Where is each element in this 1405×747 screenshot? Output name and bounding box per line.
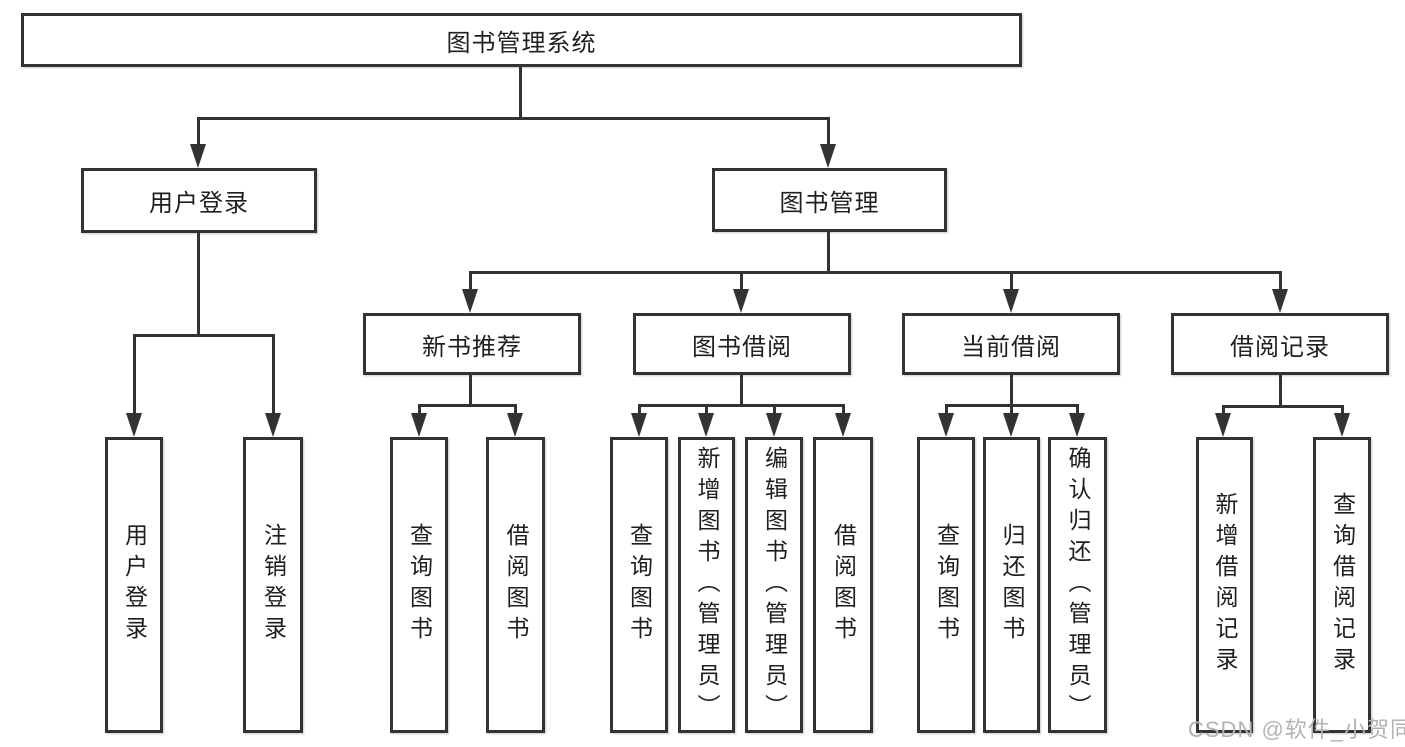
leaf-label: 编辑图书（管理员）: [761, 445, 788, 725]
node-borrow-records: 借阅记录: [1171, 313, 1389, 375]
root-node-label: 图书管理系统: [446, 29, 597, 57]
leaf-label: 查询图书: [933, 523, 960, 647]
connector-line: [638, 404, 641, 420]
node-book-management: 图书管理: [712, 168, 947, 232]
leaf-edit-book-admin: 编辑图书（管理员）: [745, 437, 803, 733]
arrow-down-icon: [265, 413, 281, 437]
node-user-login: 用户登录: [81, 168, 317, 233]
connector-line: [705, 404, 708, 420]
node-book-management-label: 图书管理: [779, 189, 880, 217]
leaf-query-books-borrow: 查询图书: [610, 437, 668, 733]
leaf-borrow-books-recommend: 借阅图书: [486, 437, 545, 733]
leaf-label: 查询图书: [626, 523, 653, 647]
leaf-label: 新增借阅记录: [1212, 492, 1238, 678]
connector-line: [1279, 374, 1282, 407]
leaf-user-login: 用户登录: [105, 437, 163, 733]
connector-line: [773, 404, 776, 420]
arrow-down-icon: [1003, 413, 1019, 437]
arrow-down-icon: [1334, 413, 1350, 437]
connector-line: [514, 404, 517, 420]
node-new-book-recommend-label: 新书推荐: [422, 333, 522, 361]
node-book-borrow-label: 图书借阅: [692, 333, 792, 361]
connector-line: [740, 271, 743, 297]
connector-line: [133, 334, 136, 419]
arrow-down-icon: [1069, 413, 1085, 437]
leaf-confirm-return-admin: 确认归还（管理员）: [1048, 437, 1107, 733]
leaf-label: 注销登录: [260, 523, 287, 647]
leaf-return-book: 归还图书: [983, 437, 1040, 733]
leaf-borrow-books: 借阅图书: [813, 437, 873, 733]
connector-line: [1010, 374, 1013, 406]
connector-line: [418, 404, 421, 420]
root-node: 图书管理系统: [21, 13, 1022, 67]
arrow-down-icon: [126, 413, 142, 437]
arrow-down-icon: [507, 413, 523, 437]
node-current-borrow: 当前借阅: [902, 313, 1120, 375]
connector-line: [1341, 405, 1344, 420]
connector-line: [1010, 404, 1013, 420]
arrow-down-icon: [1272, 289, 1288, 313]
connector-line: [133, 334, 274, 337]
connector-line: [1279, 271, 1282, 297]
leaf-label: 查询借阅记录: [1329, 492, 1356, 678]
node-new-book-recommend: 新书推荐: [363, 313, 581, 375]
watermark: CSDN @软件_小贺同学: [1188, 717, 1405, 742]
arrow-down-icon: [462, 289, 478, 313]
connector-line: [1222, 405, 1344, 408]
connector-line: [827, 232, 830, 273]
arrow-down-icon: [938, 413, 954, 437]
connector-line: [197, 117, 200, 152]
connector-line: [1222, 405, 1225, 420]
connector-line: [1010, 271, 1013, 297]
connector-line: [197, 233, 200, 335]
connector-line: [272, 334, 275, 419]
connector-line: [638, 404, 844, 407]
node-user-login-label: 用户登录: [149, 190, 249, 217]
arrow-down-icon: [1003, 289, 1019, 313]
arrow-down-icon: [766, 413, 782, 437]
leaf-logout: 注销登录: [243, 437, 303, 733]
node-book-borrow: 图书借阅: [633, 313, 851, 375]
connector-line: [418, 404, 517, 407]
connector-line: [1076, 404, 1079, 420]
arrow-down-icon: [1215, 413, 1231, 437]
arrow-down-icon: [411, 413, 427, 437]
leaf-query-borrow-record: 查询借阅记录: [1313, 437, 1371, 733]
arrow-down-icon: [733, 289, 749, 313]
leaf-label: 用户登录: [121, 523, 148, 647]
leaf-label: 借阅图书: [830, 523, 857, 647]
leaf-label: 查询图书: [406, 523, 433, 647]
node-current-borrow-label: 当前借阅: [961, 333, 1061, 361]
arrow-down-icon: [835, 413, 851, 437]
connector-line: [842, 404, 845, 420]
leaf-label: 确认归还（管理员）: [1065, 445, 1091, 725]
connector-line: [827, 117, 830, 152]
arrow-down-icon: [698, 413, 714, 437]
connector-line: [740, 374, 743, 406]
connector-line: [519, 67, 522, 118]
connector-line: [197, 117, 830, 120]
connector-line: [469, 271, 1281, 274]
leaf-query-books-recommend: 查询图书: [390, 437, 448, 733]
arrow-down-icon: [631, 413, 647, 437]
connector-line: [945, 404, 948, 420]
leaf-label: 借阅图书: [503, 523, 529, 647]
leaf-label: 新增图书（管理员）: [694, 445, 720, 725]
connector-line: [469, 374, 472, 406]
leaf-add-borrow-record: 新增借阅记录: [1196, 437, 1253, 733]
arrow-down-icon: [190, 144, 206, 168]
connector-line: [469, 271, 472, 297]
leaf-query-books-current: 查询图书: [917, 437, 975, 733]
leaf-label: 归还图书: [999, 523, 1025, 647]
arrow-down-icon: [820, 144, 836, 168]
node-borrow-records-label: 借阅记录: [1230, 333, 1330, 361]
leaf-add-book-admin: 新增图书（管理员）: [678, 437, 735, 733]
